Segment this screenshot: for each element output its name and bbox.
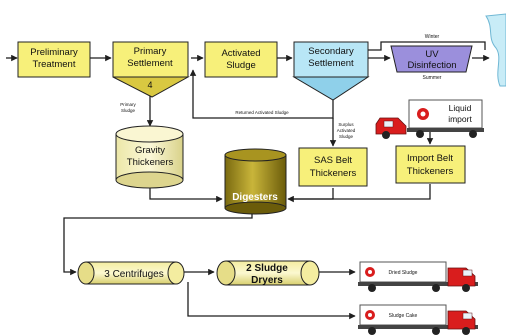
secondary-label-1: Secondary <box>308 46 354 57</box>
summer-label: Summer <box>423 75 442 81</box>
returned-as-label: Returned Activated Sludge <box>235 110 289 115</box>
import-belt-label-1: Import Belt <box>407 153 453 164</box>
secondary-settlement-tank: Secondary Settlement <box>292 41 370 101</box>
uv-label-1: UV <box>425 49 439 60</box>
liquid-import-label-2: import <box>448 114 472 124</box>
sas-label-2: Thickeners <box>310 168 357 179</box>
digesters-tank: Digesters <box>224 148 287 215</box>
preliminary-label-1: Preliminary <box>30 47 78 58</box>
dried-sludge-truck-icon: Dried Sludge <box>358 261 478 292</box>
surplus-as-label-2: Activated <box>337 128 356 133</box>
gravity-thickeners-tank: Gravity Thickeners <box>115 125 184 189</box>
gravity-label-2: Thickeners <box>127 157 174 168</box>
dried-sludge-label: Dried Sludge <box>389 270 418 276</box>
centrifuges-label: 3 Centrifuges <box>104 269 163 280</box>
import-belt-thickeners-box: Import Belt Thickeners <box>395 145 466 184</box>
activated-label-1: Activated <box>221 48 260 59</box>
river-outfall-icon <box>485 13 506 87</box>
primary-sludge-label-2: Sludge <box>121 108 136 113</box>
flow-labels: Primary Sludge Returned Activated Sludge… <box>120 102 355 139</box>
preliminary-treatment-box: Preliminary Treatment <box>17 41 91 78</box>
primary-label-2: Settlement <box>127 58 173 69</box>
centrifuges-drum: 3 Centrifuges <box>77 261 185 285</box>
preliminary-label-2: Treatment <box>33 59 76 70</box>
sas-label-1: SAS Belt <box>314 155 352 166</box>
digesters-label: Digesters <box>232 192 278 203</box>
secondary-label-2: Settlement <box>308 58 354 69</box>
primary-count: 4 <box>147 80 152 90</box>
gravity-label-1: Gravity <box>135 145 165 156</box>
liquid-import-truck-icon: Liquid import <box>375 99 484 139</box>
winter-label: Winter <box>425 34 440 40</box>
activated-label-2: Sludge <box>226 60 256 71</box>
dryers-label-2: Dryers <box>251 275 283 286</box>
surplus-as-label-1: Surplus <box>338 122 354 127</box>
uv-disinfection-unit: UV Disinfection Winter Summer <box>390 34 473 81</box>
surplus-as-label-3: Sludge <box>339 134 354 139</box>
activated-sludge-box: Activated Sludge <box>204 41 278 78</box>
sludge-dryers-drum: 2 Sludge Dryers <box>216 260 320 286</box>
sludge-cake-truck-icon: Sludge Cake <box>358 304 478 335</box>
uv-label-2: Disinfection <box>407 60 456 71</box>
primary-settlement-tank: Primary Settlement 4 <box>112 41 190 98</box>
primary-sludge-label-1: Primary <box>120 102 136 107</box>
sas-belt-thickeners-box: SAS Belt Thickeners <box>298 147 368 187</box>
import-belt-label-2: Thickeners <box>407 166 454 177</box>
flow-lines <box>6 41 490 320</box>
sludge-cake-label: Sludge Cake <box>389 313 418 319</box>
dryers-label-1: 2 Sludge <box>246 263 288 274</box>
primary-label-1: Primary <box>134 46 167 57</box>
liquid-import-label-1: Liquid <box>449 103 472 113</box>
